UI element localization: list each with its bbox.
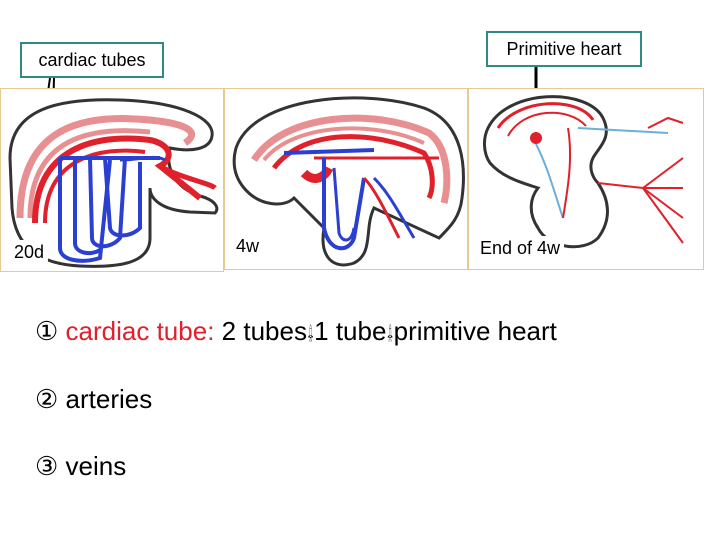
item-veins: ③ veins bbox=[35, 451, 127, 481]
stage-4w-label: 4w bbox=[232, 234, 264, 259]
cardiac-tubes-text: cardiac tubes bbox=[38, 50, 146, 70]
embryo-end-4w-diagram bbox=[468, 88, 704, 270]
primitive-heart-label: Primitive heart bbox=[486, 31, 642, 67]
item-arteries: ② arteries bbox=[35, 384, 153, 414]
cardiac-tubes-label: cardiac tubes bbox=[20, 42, 164, 78]
stage-20d-label: 20d bbox=[10, 240, 49, 265]
embryo-4w-diagram bbox=[224, 88, 468, 270]
embryo-20d-diagram bbox=[0, 88, 224, 272]
item-cardiac-tube: ① cardiac tube: 2 tubes🙭1 tube🙭primitive… bbox=[35, 316, 557, 346]
primitive-heart-text: Primitive heart bbox=[506, 39, 622, 59]
stage-end-4w-label: End of 4w bbox=[476, 236, 565, 261]
